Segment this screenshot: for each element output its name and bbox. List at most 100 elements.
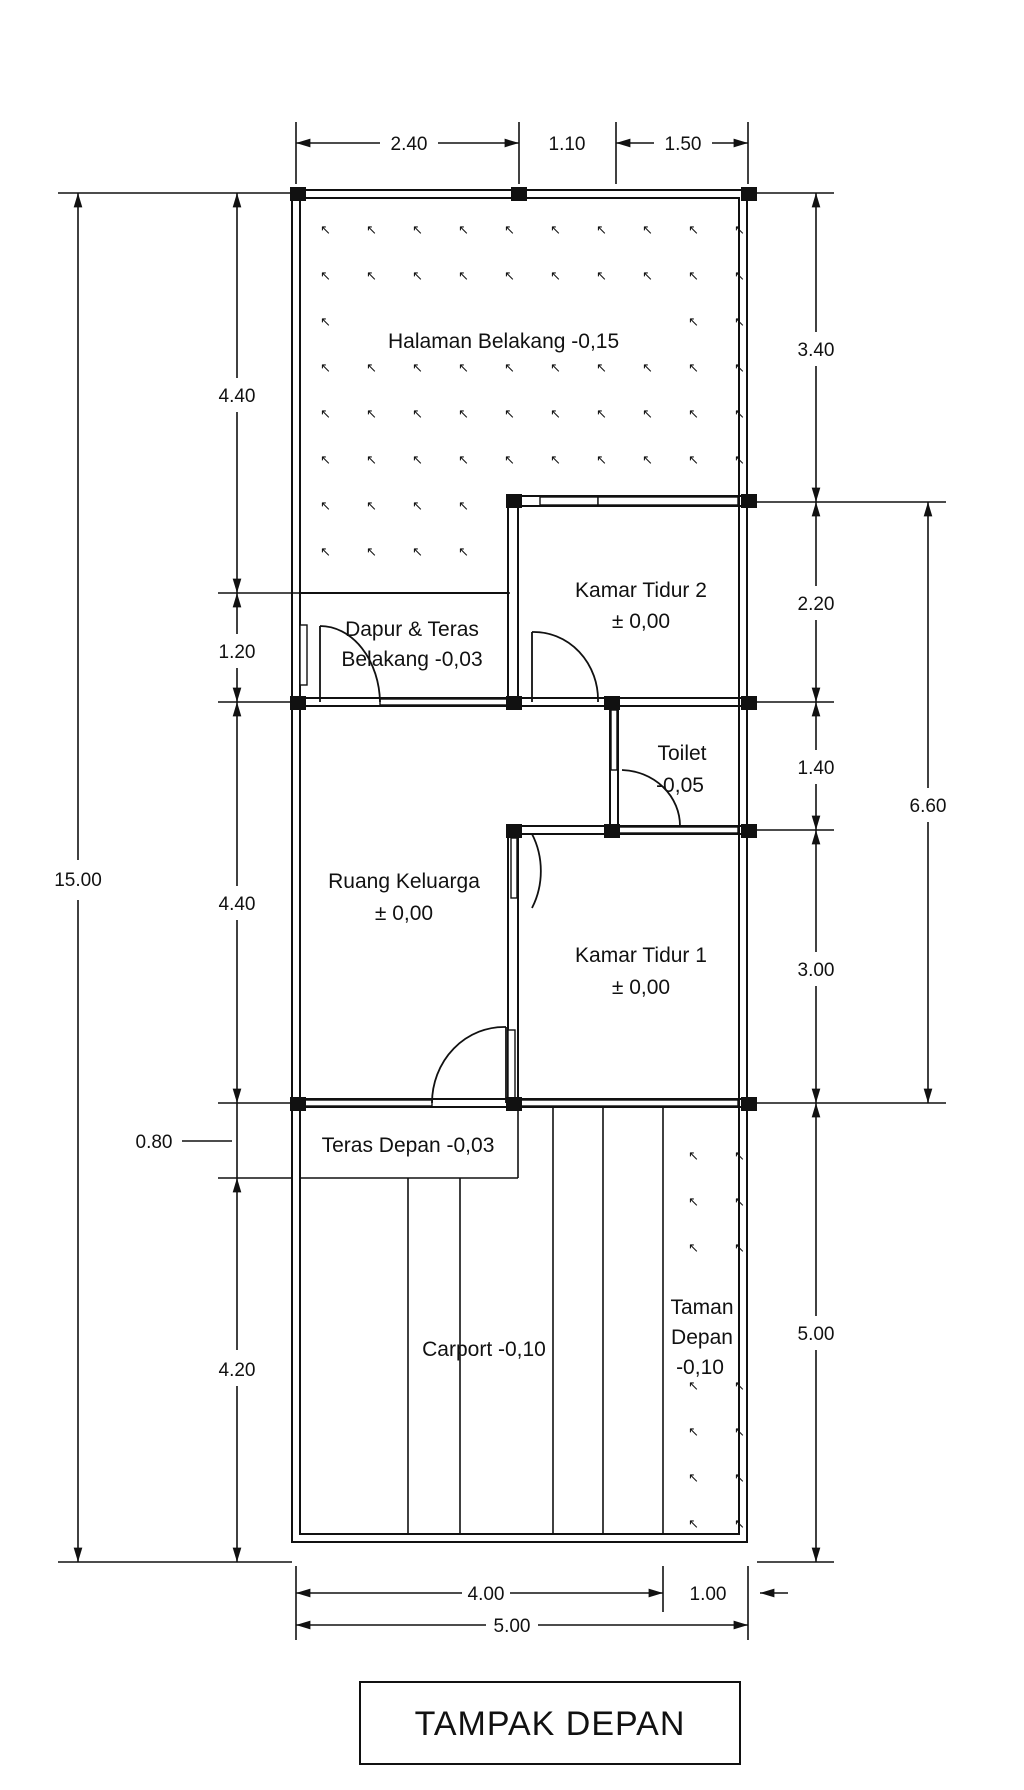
svg-text:↖: ↖ [320,361,331,376]
svg-text:↖: ↖ [550,269,561,284]
svg-text:↖: ↖ [504,269,515,284]
label-family-room-level: ± 0,00 [375,902,433,925]
svg-text:↖: ↖ [366,361,377,376]
dim-left-4: 0.80 [136,1132,173,1153]
structural-columns [290,187,757,1111]
svg-text:↖: ↖ [596,453,607,468]
svg-text:↖: ↖ [642,361,653,376]
svg-text:↖: ↖ [550,453,561,468]
svg-text:↖: ↖ [412,407,423,422]
svg-text:↖: ↖ [688,315,699,330]
dim-bottom-2: 1.00 [690,1584,727,1605]
svg-text:↖: ↖ [412,499,423,514]
svg-text:↖: ↖ [366,499,377,514]
svg-text:↖: ↖ [366,269,377,284]
caption-text: TAMPAK DEPAN [415,1705,686,1743]
svg-text:↖: ↖ [412,545,423,560]
svg-text:↖: ↖ [688,407,699,422]
svg-text:↖: ↖ [688,361,699,376]
doors [319,625,681,1104]
svg-text:↖: ↖ [596,269,607,284]
dim-bottom-total: 5.00 [494,1616,531,1637]
svg-text:↖: ↖ [412,269,423,284]
svg-text:↖: ↖ [688,1241,699,1256]
svg-text:↖: ↖ [596,223,607,238]
dim-left-total: 15.00 [54,870,102,891]
svg-text:↖: ↖ [320,545,331,560]
caption-box: TAMPAK DEPAN [359,1681,741,1765]
dimension-labels: 2.40 1.10 1.50 15.00 4.40 1.20 4.40 0.80… [54,134,946,1637]
label-front-garden-line-1: Taman [670,1296,733,1319]
svg-text:↖: ↖ [642,269,653,284]
svg-text:↖: ↖ [688,1471,699,1486]
svg-text:↖: ↖ [366,545,377,560]
svg-text:↖: ↖ [550,223,561,238]
svg-text:↖: ↖ [688,1149,699,1164]
dim-top-3: 1.50 [665,134,702,155]
svg-text:↖: ↖ [458,223,469,238]
svg-text:↖: ↖ [458,407,469,422]
label-bedroom-2-level: ± 0,00 [612,610,670,633]
svg-text:↖: ↖ [366,453,377,468]
svg-text:↖: ↖ [642,407,653,422]
svg-text:↖: ↖ [642,223,653,238]
dim-left-1: 4.40 [219,386,256,407]
svg-text:↖: ↖ [504,407,515,422]
svg-text:↖: ↖ [412,361,423,376]
svg-text:↖: ↖ [412,453,423,468]
svg-text:↖: ↖ [688,1425,699,1440]
svg-text:↖: ↖ [596,407,607,422]
svg-text:↖: ↖ [688,269,699,284]
svg-text:↖: ↖ [458,269,469,284]
svg-text:↖: ↖ [688,1195,699,1210]
svg-text:↖: ↖ [688,223,699,238]
svg-text:↖: ↖ [688,1517,699,1532]
svg-text:↖: ↖ [366,223,377,238]
label-toilet-name: Toilet [657,742,706,765]
label-front-garden-line-3: -0,10 [676,1356,724,1379]
label-kitchen-line-2: Belakang -0,03 [341,648,482,671]
svg-text:↖: ↖ [504,223,515,238]
label-family-room-name: Ruang Keluarga [328,870,480,893]
dim-left-3: 4.40 [219,894,256,915]
svg-text:↖: ↖ [320,407,331,422]
dimension-lines [58,122,946,1640]
svg-text:↖: ↖ [504,453,515,468]
svg-text:↖: ↖ [550,361,561,376]
svg-text:↖: ↖ [320,223,331,238]
label-carport: Carport -0,10 [422,1338,546,1361]
svg-text:↖: ↖ [596,361,607,376]
dim-left-5: 4.20 [219,1360,256,1381]
backyard-hatch-pattern: ↖ ↖ ↖ ↖ ↖ ↖ ↖ ↖ ↖ ↖ ↖ ↖ ↖ ↖ ↖ ↖ ↖ ↖ ↖ ↖ ↖ ↖ ↖ ↖ ↖ ↖ ↖ ↖ ↖ ↖ ↖ ↖ ↖ ↖ ↖ ↖ ↖ ↖ ↖ ↖… [320,223,745,560]
svg-text:↖: ↖ [458,361,469,376]
svg-text:↖: ↖ [366,407,377,422]
label-bedroom-1-level: ± 0,00 [612,976,670,999]
svg-text:↖: ↖ [320,499,331,514]
dim-right-4: 3.00 [798,960,835,981]
dim-right-1: 3.40 [798,340,835,361]
dim-left-2: 1.20 [219,642,256,663]
svg-text:↖: ↖ [688,453,699,468]
svg-text:↖: ↖ [458,545,469,560]
svg-text:↖: ↖ [642,453,653,468]
dim-right-5: 5.00 [798,1324,835,1345]
dim-right-total: 6.60 [910,796,947,817]
svg-text:↖: ↖ [688,1379,699,1394]
dim-top-1: 2.40 [391,134,428,155]
svg-text:↖: ↖ [320,269,331,284]
dim-right-2: 2.20 [798,594,835,615]
label-toilet-level: -0,05 [656,774,704,797]
label-bedroom-1-name: Kamar Tidur 1 [575,944,707,967]
svg-text:↖: ↖ [412,223,423,238]
svg-text:↖: ↖ [458,499,469,514]
label-front-garden-line-2: Depan [671,1326,733,1349]
svg-text:↖: ↖ [458,453,469,468]
label-front-terrace: Teras Depan -0,03 [322,1134,495,1157]
dim-right-3: 1.40 [798,758,835,779]
label-bedroom-2-name: Kamar Tidur 2 [575,579,707,602]
svg-text:↖: ↖ [550,407,561,422]
room-labels: Halaman Belakang -0,15 Kamar Tidur 2 ± 0… [322,330,734,1379]
dim-bottom-1: 4.00 [468,1584,505,1605]
svg-text:↖: ↖ [504,361,515,376]
